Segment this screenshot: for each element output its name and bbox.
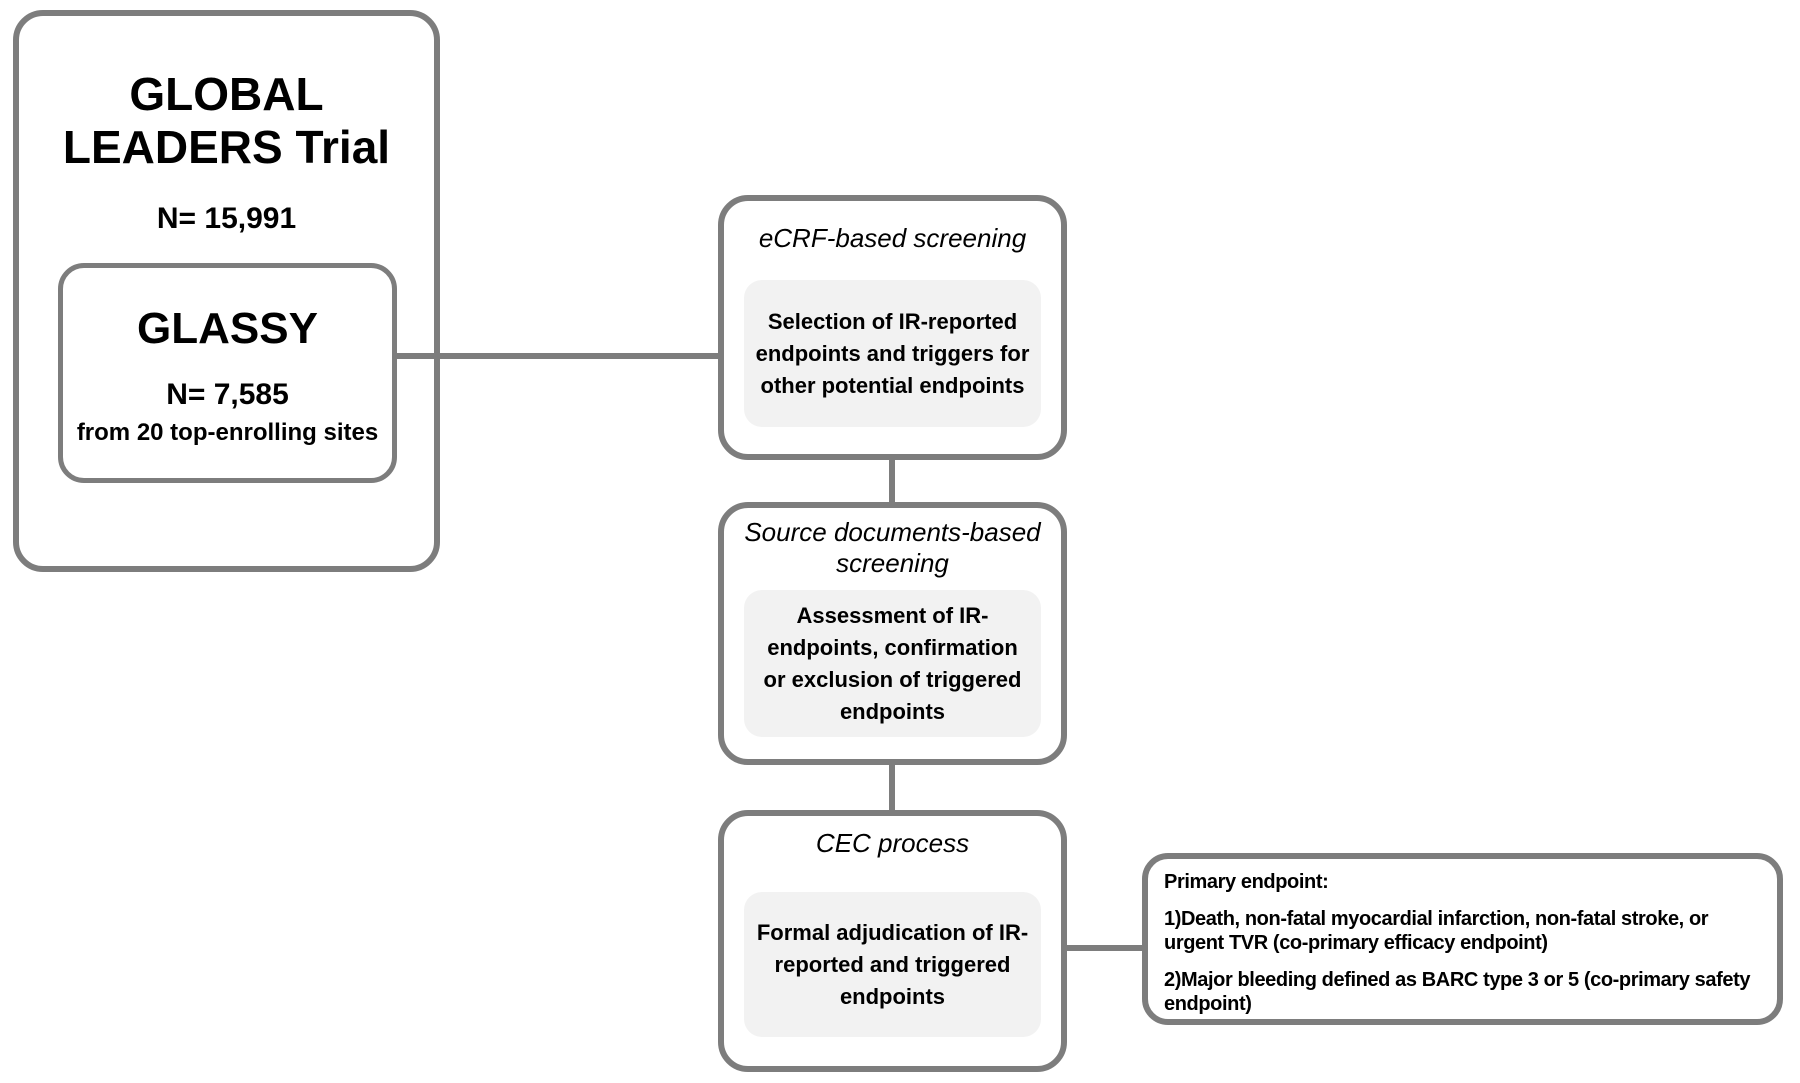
glassy-n: N= 7,585 [166, 377, 289, 411]
connector-glassy-to-step1 [394, 353, 720, 359]
step-ecrf-screening-label: eCRF-based screening [758, 223, 1027, 253]
step-source-documents-screening-body: Assessment of IR-endpoints, confirmation… [744, 590, 1041, 737]
step-source-documents-screening-box: Source documents-based screening Assessm… [718, 502, 1067, 765]
step-cec-process-body: Formal adjudication of IR-reported and t… [744, 892, 1041, 1037]
step-cec-process-box: CEC process Formal adjudication of IR-re… [718, 810, 1067, 1072]
primary-endpoint-item-2: 2)Major bleeding defined as BARC type 3 … [1164, 969, 1751, 1015]
connector-step2-to-step3 [889, 760, 895, 815]
primary-endpoint-heading: Primary endpoint: [1164, 871, 1329, 893]
step-ecrf-screening-box: eCRF-based screening Selection of IR-rep… [718, 195, 1067, 460]
connector-step1-to-step2 [889, 455, 895, 507]
step-cec-process-label: CEC process [815, 828, 970, 858]
glassy-title: GLASSY [137, 304, 318, 353]
connector-step3-to-endpoint [1062, 945, 1146, 951]
global-leaders-trial-n: N= 15,991 [156, 201, 297, 235]
step-source-documents-screening-label: Source documents-based screening [744, 517, 1041, 578]
glassy-sites-note: from 20 top-enrolling sites [76, 418, 379, 446]
primary-endpoint-box: Primary endpoint: 1)Death, non-fatal myo… [1142, 853, 1783, 1025]
global-leaders-trial-title: GLOBAL LEADERS Trial [62, 68, 391, 174]
primary-endpoint-item-1: 1)Death, non-fatal myocardial infarction… [1164, 908, 1709, 954]
step-ecrf-screening-body: Selection of IR-reported endpoints and t… [744, 280, 1041, 427]
glassy-substudy-box: GLASSY N= 7,585 from 20 top-enrolling si… [58, 263, 397, 483]
